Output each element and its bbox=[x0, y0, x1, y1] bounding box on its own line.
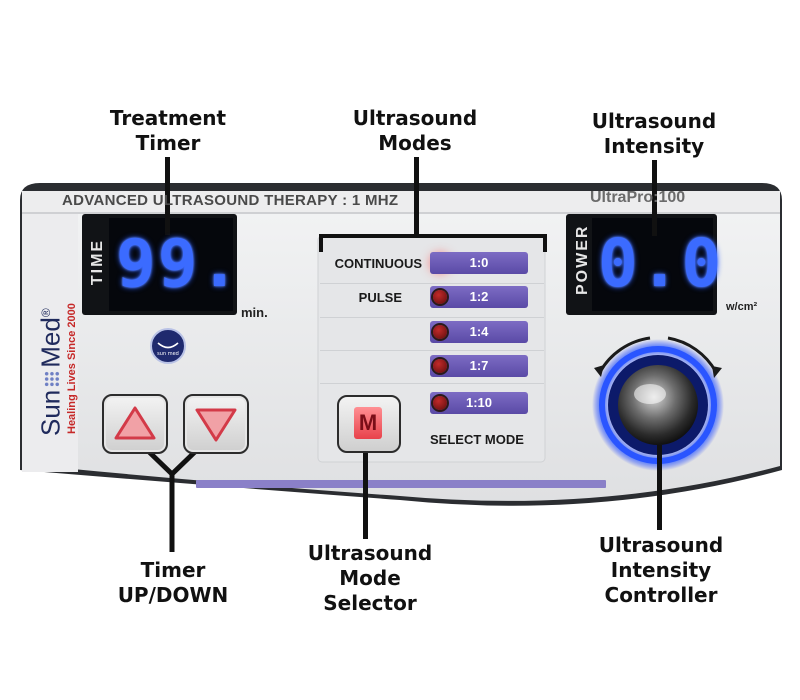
brand-logo: Sun Med® Healing Lives Since 2000 bbox=[32, 246, 78, 436]
leader-line-modes bbox=[414, 157, 419, 237]
brand-dots-icon bbox=[43, 370, 60, 387]
callout-line: Modes bbox=[378, 131, 452, 155]
callout-intensity-controller: Ultrasound Intensity Controller bbox=[586, 533, 736, 608]
leader-line-controller bbox=[657, 445, 662, 530]
callout-line: Ultrasound bbox=[591, 109, 717, 133]
callout-ultrasound-intensity: Ultrasound Intensity bbox=[584, 109, 724, 159]
logo-badge-text: sun med bbox=[157, 351, 179, 357]
callout-line: Ultrasound bbox=[598, 533, 724, 557]
leader-line-mode-selector bbox=[363, 432, 368, 539]
callout-line: Timer bbox=[140, 558, 206, 582]
callout-line: Intensity bbox=[603, 134, 705, 158]
mode-ratio-1-2: 1:2 bbox=[430, 286, 528, 308]
mode-ratio-1-7: 1:7 bbox=[430, 355, 528, 377]
callout-line: Ultrasound bbox=[352, 106, 478, 130]
timer-label: TIME bbox=[89, 238, 106, 286]
modes-bracket bbox=[319, 234, 547, 252]
bottom-accent-bar bbox=[196, 480, 606, 488]
mode-label-pulse: PULSE bbox=[358, 290, 402, 305]
power-unit: w/cm² bbox=[726, 301, 758, 313]
leader-line-timer-updown bbox=[143, 446, 201, 552]
select-mode-label: SELECT MODE bbox=[430, 432, 524, 447]
brand-tagline: Healing Lives Since 2000 bbox=[65, 303, 78, 434]
mode-ratio-1-10: 1:10 bbox=[430, 392, 528, 414]
leader-line-intensity bbox=[652, 160, 657, 236]
mode-separator bbox=[320, 383, 544, 384]
header-divider bbox=[22, 212, 780, 214]
mode-indicator-led bbox=[433, 325, 447, 339]
triangle-down-icon bbox=[195, 408, 237, 442]
callout-line: Selector bbox=[323, 591, 417, 615]
brand-area bbox=[22, 214, 78, 472]
callout-treatment-timer: Treatment Timer bbox=[98, 106, 238, 156]
panel-header-title: ADVANCED ULTRASOUND THERAPY : 1 MHZ bbox=[62, 192, 399, 209]
timer-up-button[interactable] bbox=[102, 394, 168, 454]
mode-indicator-led bbox=[433, 396, 447, 410]
intensity-knob[interactable] bbox=[618, 365, 698, 445]
callout-line: Mode bbox=[339, 566, 401, 590]
brand-name-med: Med bbox=[35, 317, 66, 368]
mode-ratio-1-4: 1:4 bbox=[430, 321, 528, 343]
timer-display: 99. bbox=[116, 225, 242, 302]
callout-line: Timer bbox=[135, 131, 201, 155]
mode-indicator-led bbox=[433, 290, 447, 304]
callout-timer-updown: Timer UP/DOWN bbox=[98, 558, 248, 608]
mode-select-button[interactable]: M bbox=[337, 395, 401, 453]
mode-indicator-led bbox=[433, 359, 447, 373]
callout-line: Ultrasound bbox=[307, 541, 433, 565]
callout-line: Intensity bbox=[610, 558, 712, 582]
timer-down-button[interactable] bbox=[183, 394, 249, 454]
mode-separator bbox=[320, 317, 544, 318]
callout-line: Treatment bbox=[109, 106, 227, 130]
mode-button-glyph: M bbox=[354, 407, 382, 439]
callout-line: UP/DOWN bbox=[117, 583, 229, 607]
power-label: POWER bbox=[574, 224, 591, 295]
power-display: 0.0 bbox=[598, 225, 724, 302]
logo-badge bbox=[150, 328, 186, 364]
leader-line-timer bbox=[165, 157, 170, 235]
model-name: UltraPro:100 bbox=[590, 189, 686, 206]
callout-mode-selector: Ultrasound Mode Selector bbox=[300, 541, 440, 616]
mode-separator bbox=[320, 350, 544, 351]
triangle-up-icon bbox=[114, 406, 156, 440]
mode-separator bbox=[320, 283, 544, 284]
knob-body bbox=[618, 365, 698, 445]
mode-label-continuous: CONTINUOUS bbox=[334, 256, 422, 271]
mode-ratio-1-0: 1:0 bbox=[430, 252, 528, 274]
callout-ultrasound-modes: Ultrasound Modes bbox=[345, 106, 485, 156]
callout-line: Controller bbox=[604, 583, 718, 607]
brand-name-sun: Sun bbox=[35, 389, 66, 436]
registered-mark: ® bbox=[39, 308, 53, 318]
timer-unit: min. bbox=[241, 305, 268, 320]
